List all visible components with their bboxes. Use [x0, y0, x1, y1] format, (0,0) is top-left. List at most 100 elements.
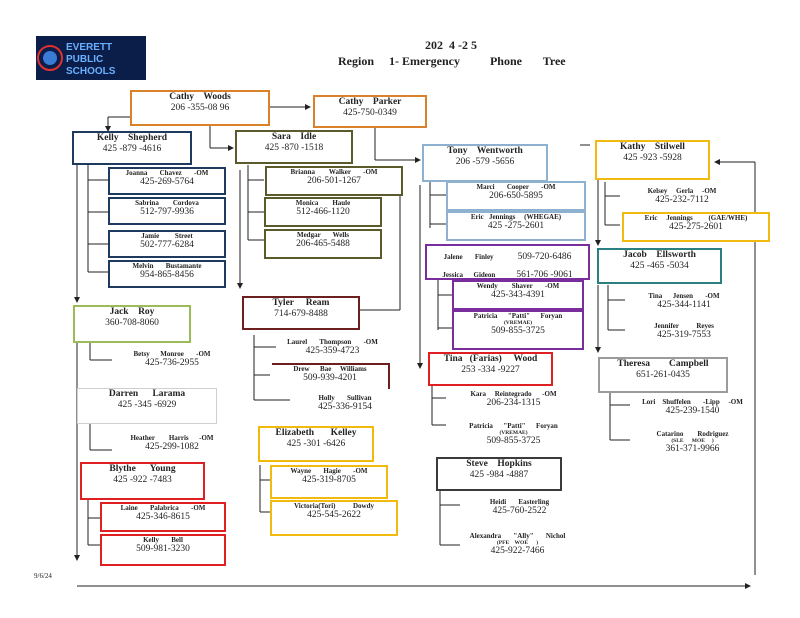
- phone: 206-650-5895: [489, 191, 543, 202]
- box-jalene-jessica: Jalene Finley 509-720-6486 Jessica Gideo…: [425, 244, 590, 280]
- phone: 425-344-1141: [657, 300, 711, 311]
- entry-alexandra-nichol: Alexandra "Ally" Nichol (PFE WOE ) 425-9…: [455, 532, 580, 557]
- name: Lori Shuffelen -Lipp -OM: [642, 398, 743, 406]
- sub: (PFE WOE ): [496, 540, 539, 547]
- phone: 361-371-9966: [665, 444, 720, 455]
- name: Catarino Rodriguez: [656, 430, 729, 438]
- name: Eric Jennings (GAE/WHE): [644, 214, 748, 222]
- year-title: 202 4 -2 5: [425, 38, 477, 52]
- phone: 954-865-8456: [140, 270, 194, 281]
- entry-laurel-thompson: Laurel Thompson -OM 425-359-4723: [270, 338, 395, 357]
- phone: 425 -465 -5034: [630, 260, 689, 271]
- box-eric-jennings-2: Eric Jennings (GAE/WHE) 425-275-2601: [622, 212, 770, 242]
- phone: 425 -923 -5928: [623, 152, 682, 163]
- box-jack-roy: Jack Roy 360-708-8060: [73, 305, 191, 343]
- phone: 561-706 -9061: [516, 270, 573, 281]
- name: Tina Jensen -OM: [648, 292, 720, 300]
- name: Kathy Stilwell: [620, 142, 685, 152]
- name: Sara Idle: [271, 132, 317, 142]
- phone: 509-939-4201: [303, 373, 357, 384]
- name: Patricia "Patti" Foryan: [473, 312, 563, 320]
- name: Drew Bae Williams: [293, 365, 367, 373]
- phone: 425-319-8705: [302, 475, 356, 486]
- box-kelly-shepherd: Kelly Shepherd 425 -879 -4616: [72, 131, 192, 165]
- phone: 425-299-1082: [145, 442, 199, 453]
- box-medgar-wells: Medgar Wells 206-465-5488: [264, 229, 382, 259]
- name: Heidi Easterling: [489, 498, 550, 506]
- phone: 425-343-4391: [491, 290, 545, 301]
- phone: 425-336-9154: [318, 402, 372, 413]
- phone: 425-750-0349: [343, 107, 397, 118]
- name: Monica Haule: [295, 199, 351, 207]
- name: Jennifer Reyes: [654, 322, 714, 330]
- sub: (VREMAE): [499, 430, 528, 437]
- phone: 502-777-6284: [140, 240, 194, 251]
- svg-text:PUBLIC: PUBLIC: [66, 54, 103, 65]
- name: Jack Roy: [109, 307, 155, 317]
- phone: 425-346-8615: [136, 512, 190, 523]
- box-monica-haule: Monica Haule 512-466-1120: [264, 197, 382, 227]
- name: Brianna Walker -OM: [290, 168, 378, 176]
- phone: 425 -275-2601: [487, 221, 545, 232]
- name: Sabrina Cordova: [135, 199, 199, 207]
- phone: 425 -301 -6426: [286, 438, 346, 449]
- name: Eric Jennings (WHEGAE): [470, 213, 562, 221]
- box-drew-williams: Drew Bae Williams 509-939-4201: [272, 363, 390, 389]
- name: Kara Reintegrado -OM: [470, 390, 557, 398]
- name: Laurel Thompson -OM: [287, 338, 378, 346]
- box-patricia-foryan-1: Patricia "Patti" Foryan (VREMAE) 509-855…: [452, 310, 584, 350]
- box-melvin-bustamante: Melvin Bustamante 954-865-8456: [108, 260, 226, 288]
- district-logo: EVERETT PUBLIC SCHOOLS: [36, 36, 146, 80]
- name: Tony Wentworth: [447, 146, 523, 156]
- entry-jennifer-reyes: Jennifer Reyes 425-319-7553: [625, 322, 743, 341]
- box-jacob-ellsworth: Jacob Ellsworth 425 -465 -5034: [597, 248, 722, 284]
- box-wendy-shaver: Wendy Shaver -OM 425-343-4391: [452, 280, 584, 310]
- name: Laine Palabrica -OM: [120, 504, 206, 512]
- name: Darren Larama: [108, 389, 186, 399]
- phone: 425-545-2622: [307, 510, 361, 521]
- name: Wayne Hagie -OM: [290, 467, 368, 475]
- name: Cathy Parker: [338, 97, 402, 107]
- name: Victoria(Tori) Dowdy: [294, 502, 374, 510]
- phone: 425-269-5764: [140, 177, 194, 188]
- entry-kelsey-gerla: Kelsey Gerla -OM 425-232-7112: [622, 187, 742, 206]
- entry-tina-jensen: Tina Jensen -OM 425-344-1141: [625, 292, 743, 311]
- sub: (SLE MOE ): [671, 438, 714, 445]
- box-sara-idle: Sara Idle 425 -870 -1518: [235, 130, 353, 164]
- name: Betsy Monroe -OM: [133, 350, 211, 358]
- phone: 253 -334 -9227: [461, 364, 520, 375]
- box-victoria-dowdy: Victoria(Tori) Dowdy 425-545-2622: [270, 500, 398, 536]
- footer-date: 9/6/24: [34, 572, 52, 580]
- sub: (VREMAE): [503, 320, 533, 327]
- name: Kelly Shepherd: [96, 133, 168, 143]
- entry-kara-reintegrado: Kara Reintegrado -OM 206-234-1315: [446, 390, 581, 409]
- phone: 512-797-9936: [140, 207, 194, 218]
- box-kathy-stilwell: Kathy Stilwell 425 -923 -5928: [595, 140, 710, 180]
- box-darren-larama: Darren Larama 425 -345 -6929: [77, 388, 217, 424]
- phone: 425-922-7466: [490, 546, 545, 557]
- name: Blythe Young: [109, 464, 176, 474]
- phone: 425 -984 -4887: [469, 469, 529, 480]
- phone: 360-708-8060: [105, 317, 159, 328]
- name: Joanna Chavez -OM: [125, 169, 209, 177]
- box-cathy-woods: Cathy Woods 206 -355-08 96: [130, 90, 270, 126]
- phone: 509-855-3725: [491, 326, 545, 337]
- phone: 425-239-1540: [665, 406, 720, 417]
- entry-patricia-foryan-2: Patricia "Patti" Foryan (VREMAE) 509-855…: [446, 422, 581, 447]
- name: Tina (Farias) Wood: [443, 354, 538, 364]
- name: Steve Hopkins: [466, 459, 532, 469]
- box-sabrina-cordova: Sabrina Cordova 512-797-9936: [108, 197, 226, 225]
- phone: 425-275-2601: [669, 222, 723, 233]
- phone: 651-261-0435: [636, 369, 690, 380]
- name: Wendy Shaver -OM: [476, 282, 560, 290]
- phone: 425 -922 -7483: [113, 474, 172, 485]
- box-joanna-chavez: Joanna Chavez -OM 425-269-5764: [108, 167, 226, 195]
- name: Kelly Bell: [143, 536, 183, 544]
- entry-holly-sullivan: Holly Sullivan 425-336-9154: [290, 394, 400, 413]
- phone: 425-232-7112: [655, 195, 709, 206]
- name: Melvin Bustamante: [132, 262, 202, 270]
- name: Marci Cooper -OM: [476, 183, 556, 191]
- box-jamie-street: Jamie Street 502-777-6284: [108, 230, 226, 258]
- phone: 425-359-4723: [305, 346, 360, 357]
- box-wayne-hagie: Wayne Hagie -OM 425-319-8705: [270, 465, 388, 499]
